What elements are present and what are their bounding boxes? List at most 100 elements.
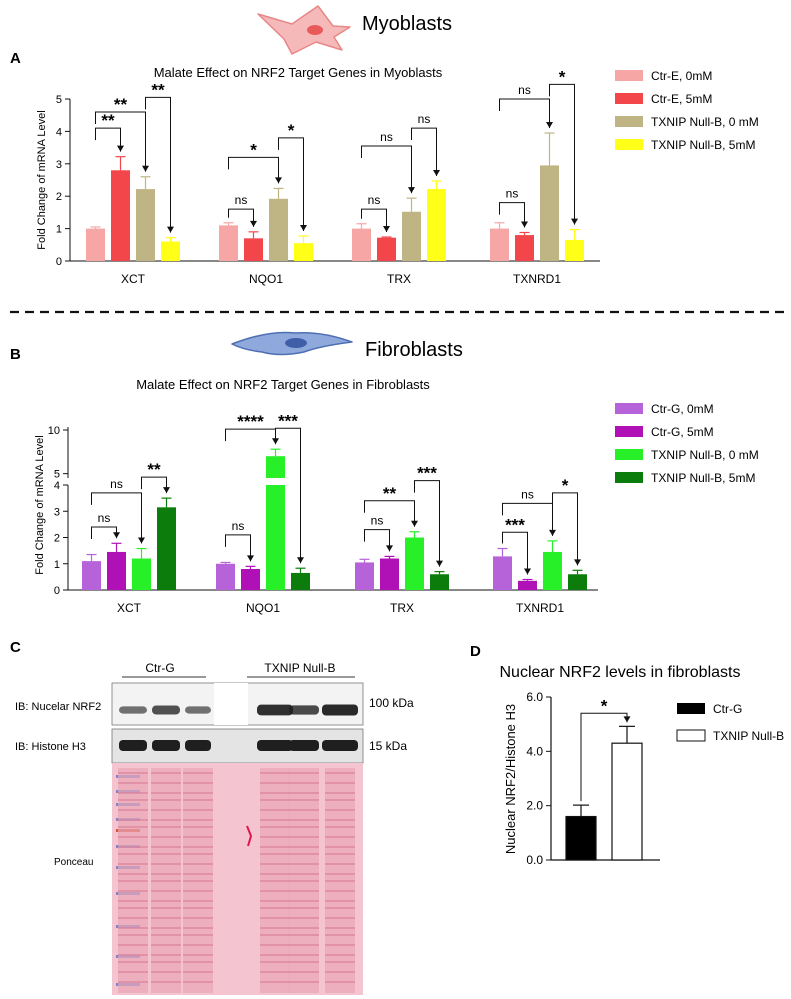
sig-bracket-0 bbox=[91, 526, 117, 539]
bar-1 bbox=[611, 742, 643, 861]
sig-arrow-6 bbox=[383, 226, 390, 233]
ponceau-band-0-3 bbox=[118, 799, 148, 801]
legend-label-1: TXNIP Null-B bbox=[713, 729, 784, 743]
ponceau-band-4-17 bbox=[289, 927, 319, 929]
legend-label-2: TXNIP Null-B, 0 mM bbox=[651, 448, 759, 462]
x-tick-label-0: XCT bbox=[121, 272, 146, 286]
y-tick-label-4: 4 bbox=[56, 126, 62, 138]
panel-b-title: Malate Effect on NRF2 Target Genes in Fi… bbox=[136, 377, 430, 392]
ponceau-band-3-1 bbox=[260, 782, 290, 784]
bar-2-0 bbox=[352, 228, 371, 261]
sig-label-0: ns bbox=[98, 511, 111, 525]
ponceau-band-0-12 bbox=[118, 880, 148, 882]
panel-d-chart: 0.02.04.06.0* bbox=[526, 690, 660, 867]
ponceau-band-0-9 bbox=[118, 853, 148, 855]
sig-arrow-3 bbox=[247, 555, 254, 562]
sig-label-2: ** bbox=[147, 460, 161, 479]
sig-bracket-3 bbox=[225, 534, 251, 562]
y-tick-label-0: 0.0 bbox=[526, 853, 543, 867]
bar-3-1 bbox=[518, 580, 537, 590]
bar-0-3 bbox=[157, 507, 176, 590]
sig-label-8: *** bbox=[417, 464, 437, 483]
ponceau-band-0-4 bbox=[118, 809, 148, 811]
ponceau-band-4-18 bbox=[289, 934, 319, 936]
blot-row-ponceau: Ponceau bbox=[54, 857, 93, 868]
sig-bracket-8 bbox=[414, 480, 440, 567]
sig-bracket-5 bbox=[278, 137, 304, 232]
blot-group-ctr-g: Ctr-G bbox=[145, 661, 174, 675]
ponceau-band-1-5 bbox=[151, 819, 181, 821]
ponceau-band-0-21 bbox=[118, 961, 148, 963]
ponceau-band-4-20 bbox=[289, 954, 319, 956]
ponceau-band-1-2 bbox=[151, 792, 181, 794]
h3-band-4 bbox=[289, 740, 319, 751]
ponceau-band-1-22 bbox=[151, 971, 181, 973]
sig-bracket-6 bbox=[361, 208, 387, 233]
legend-swatch-3 bbox=[615, 472, 643, 483]
sig-label-7: ** bbox=[383, 484, 397, 503]
ponceau-band-2-3 bbox=[183, 799, 213, 801]
sig-bracket-9 bbox=[499, 202, 525, 228]
ponceau-band-2-9 bbox=[183, 853, 213, 855]
nrf2-band-5 bbox=[322, 704, 358, 716]
sig-bracket-2 bbox=[145, 96, 171, 233]
ponceau-band-1-6 bbox=[151, 826, 181, 828]
x-tick-label-3: TXNRD1 bbox=[513, 272, 561, 286]
bar-3-2 bbox=[543, 551, 562, 590]
sig-bracket-10 bbox=[499, 98, 550, 129]
sig-label-9: ns bbox=[506, 187, 519, 201]
sig-arrow-11 bbox=[574, 559, 581, 566]
ponceau-band-2-10 bbox=[183, 863, 213, 865]
ponceau-band-3-14 bbox=[260, 900, 290, 902]
panel-b-ylabel: Fold Change of mRNA Level bbox=[34, 435, 46, 574]
blot-row-nrf2: IB: Nucelar NRF2 bbox=[15, 701, 101, 713]
y-tick-label-1: 2.0 bbox=[526, 799, 543, 813]
ponceau-band-4-22 bbox=[289, 971, 319, 973]
sig-label-2: ** bbox=[151, 80, 165, 99]
ponceau-band-1-10 bbox=[151, 863, 181, 865]
legend-swatch-1 bbox=[615, 426, 643, 437]
bar-0 bbox=[565, 815, 597, 861]
ponceau-band-1-4 bbox=[151, 809, 181, 811]
ponceau-band-2-6 bbox=[183, 826, 213, 828]
ponceau-band-4-1 bbox=[289, 782, 319, 784]
ponceau-band-2-5 bbox=[183, 819, 213, 821]
ponceau-band-2-15 bbox=[183, 907, 213, 909]
ponceau-band-4-15 bbox=[289, 907, 319, 909]
ponceau-band-3-7 bbox=[260, 836, 290, 838]
x-tick-label-1: NQO1 bbox=[249, 272, 283, 286]
bar-3-0 bbox=[490, 228, 509, 261]
ponceau-band-5-17 bbox=[325, 927, 355, 929]
ponceau-band-5-7 bbox=[325, 836, 355, 838]
sig-label-5: *** bbox=[278, 411, 298, 430]
legend-label-0: Ctr-G, 0mM bbox=[651, 402, 714, 416]
ponceau-band-2-13 bbox=[183, 890, 213, 892]
panel-label-b: B bbox=[10, 346, 21, 363]
nrf2-band-2 bbox=[185, 706, 211, 714]
ponceau-band-2-19 bbox=[183, 944, 213, 946]
ponceau-band-5-1 bbox=[325, 782, 355, 784]
ponceau-band-5-12 bbox=[325, 880, 355, 882]
western-blot-panel: Ctr-G TXNIP Null-B IB: Nucelar NRF2 100 … bbox=[15, 661, 414, 995]
bar-2-0 bbox=[355, 562, 374, 590]
ponceau-band-0-19 bbox=[118, 944, 148, 946]
ponceau-band-3-9 bbox=[260, 853, 290, 855]
ponceau-band-5-22 bbox=[325, 971, 355, 973]
ponceau-band-0-0 bbox=[118, 772, 148, 774]
ponceau-band-0-8 bbox=[118, 846, 148, 848]
legend-swatch-0 bbox=[677, 703, 705, 714]
fibroblast-cell-icon bbox=[231, 331, 353, 356]
sig-bracket-1 bbox=[91, 492, 142, 544]
blot-size-15kda: 15 kDa bbox=[369, 739, 407, 753]
bar-0-0 bbox=[82, 561, 101, 590]
ponceau-band-3-10 bbox=[260, 863, 290, 865]
sig-bracket-8 bbox=[411, 127, 437, 176]
legend-label-1: Ctr-G, 5mM bbox=[651, 425, 714, 439]
sig-arrow-10 bbox=[546, 122, 553, 129]
h3-band-3 bbox=[257, 740, 293, 751]
